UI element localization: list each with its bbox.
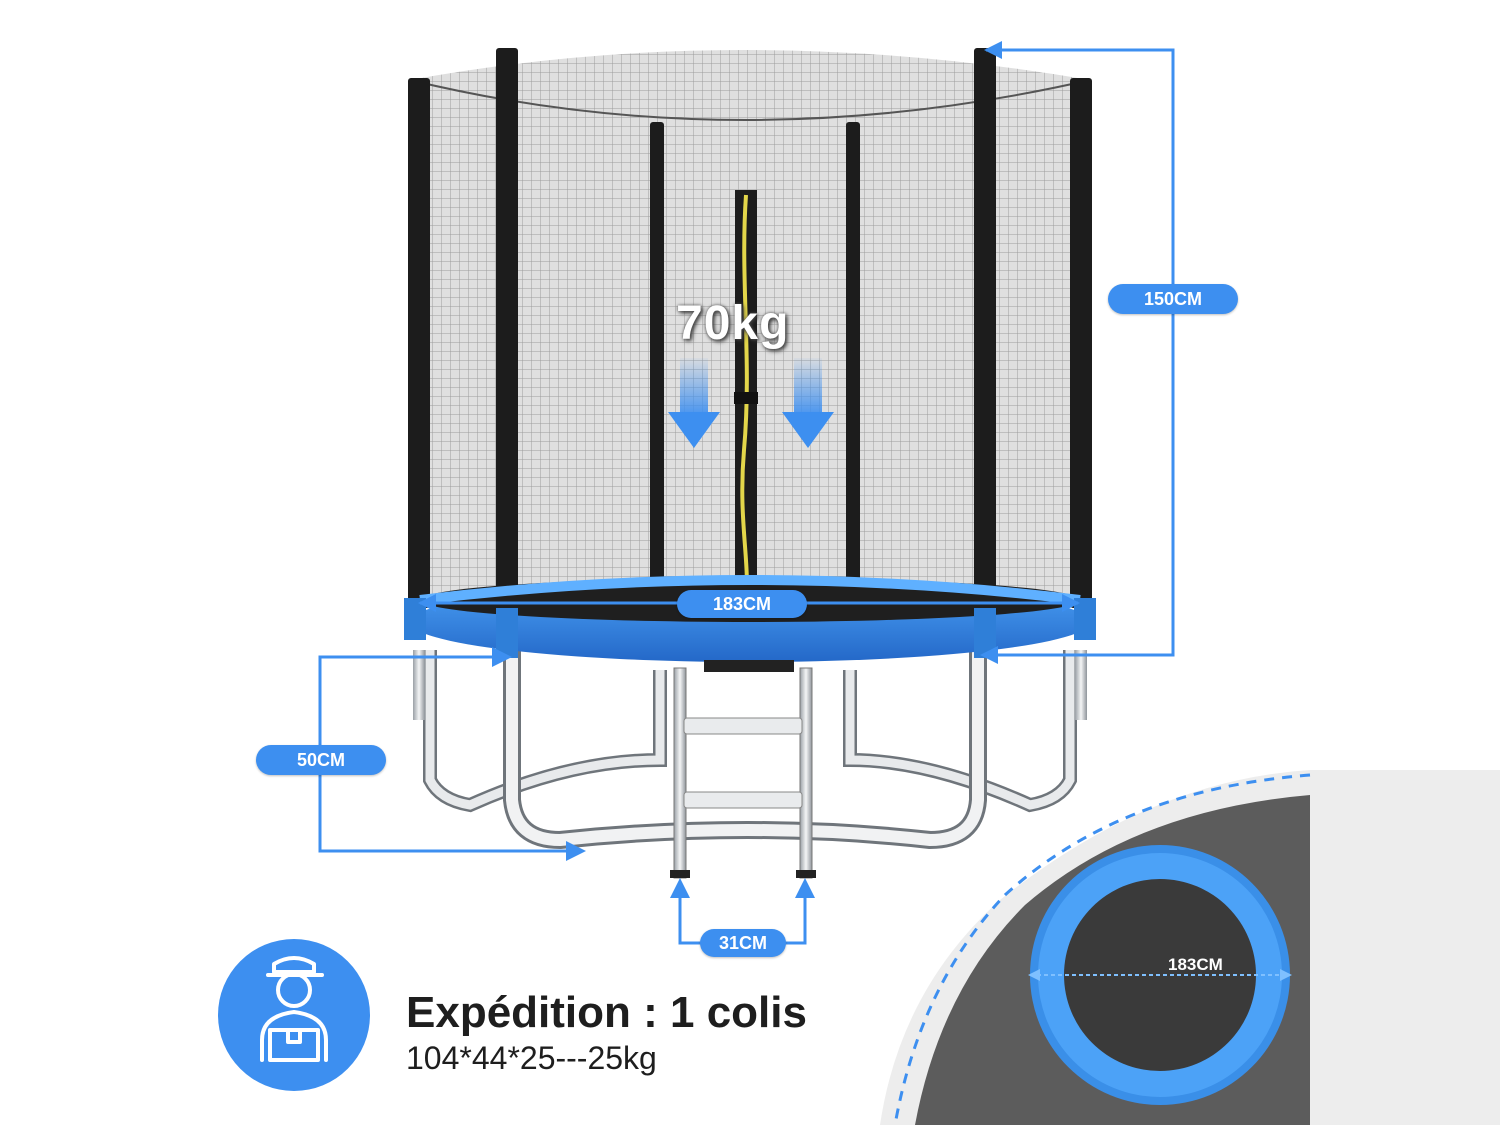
mat-diameter-label: 183CM xyxy=(1168,955,1223,974)
shipping-title: Expédition : 1 colis xyxy=(406,988,807,1037)
ladder-width-dimension-badge: 31CM xyxy=(700,929,786,957)
leg-height-dimension-badge: 50CM xyxy=(256,745,386,775)
frame-legs xyxy=(413,650,1087,850)
mat-detail xyxy=(893,773,1311,1125)
package-dimensions: 104*44*25---25kg xyxy=(406,1040,657,1076)
pole xyxy=(974,48,996,608)
pole xyxy=(846,122,860,582)
load-arrows xyxy=(668,358,834,448)
height-dimension-line xyxy=(985,48,1175,657)
delivery-person-icon xyxy=(218,939,370,1091)
pole xyxy=(1070,78,1092,608)
net-poles xyxy=(408,48,1092,608)
down-arrow-icon xyxy=(782,358,834,448)
pole xyxy=(650,122,664,582)
ladder xyxy=(670,667,816,879)
pole xyxy=(408,78,430,608)
max-weight-label: 70kg xyxy=(676,297,790,350)
down-arrow-icon xyxy=(668,358,720,448)
height-dimension-badge: 150CM xyxy=(1108,284,1238,314)
diameter-dimension-badge: 183CM xyxy=(677,590,807,618)
dimension-arrowheads xyxy=(418,41,1080,898)
net-zipper xyxy=(734,190,758,601)
pole xyxy=(496,48,518,608)
